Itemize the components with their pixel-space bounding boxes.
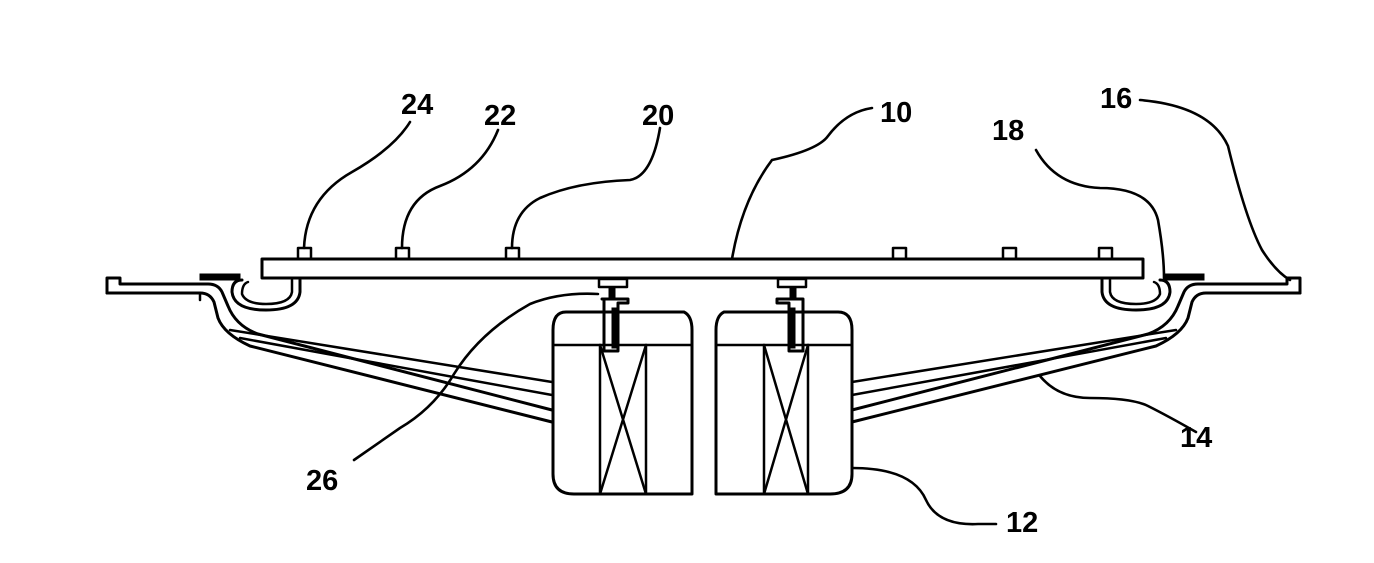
frame-right [850, 276, 1302, 424]
reference-numerals: 24 22 20 10 16 18 14 12 26 [306, 83, 1212, 539]
leader-18 [1034, 148, 1166, 280]
leader-lines [302, 98, 1292, 526]
leader-10 [730, 106, 874, 261]
leader-12 [850, 466, 998, 526]
coupler-left [597, 277, 630, 353]
panel-mounted-elements [296, 246, 1114, 261]
element-24-left [296, 246, 313, 261]
leader-14 [1038, 374, 1198, 434]
leader-16 [1138, 98, 1292, 282]
label-12: 12 [1006, 507, 1038, 539]
label-16: 16 [1100, 83, 1132, 115]
element-24-right [1097, 246, 1114, 261]
diaphragm-panel [260, 257, 1145, 280]
label-24: 24 [401, 89, 433, 121]
leader-26 [352, 292, 600, 462]
surround-right [1100, 273, 1205, 312]
motor-right [714, 310, 854, 496]
coupler-right [775, 277, 808, 353]
label-22: 22 [484, 100, 516, 132]
element-22-left [394, 246, 411, 261]
element-20-left [504, 246, 521, 261]
label-18: 18 [992, 115, 1024, 147]
element-20-right [891, 246, 908, 261]
element-22-right [1001, 246, 1018, 261]
label-26: 26 [306, 465, 338, 497]
motor-left [551, 310, 694, 496]
label-20: 20 [642, 100, 674, 132]
surround-left [199, 273, 302, 312]
leader-20 [510, 126, 662, 250]
label-10: 10 [880, 97, 912, 129]
leader-24 [302, 120, 412, 250]
label-14: 14 [1180, 422, 1212, 454]
frame-left [105, 276, 554, 424]
leader-22 [400, 128, 500, 250]
